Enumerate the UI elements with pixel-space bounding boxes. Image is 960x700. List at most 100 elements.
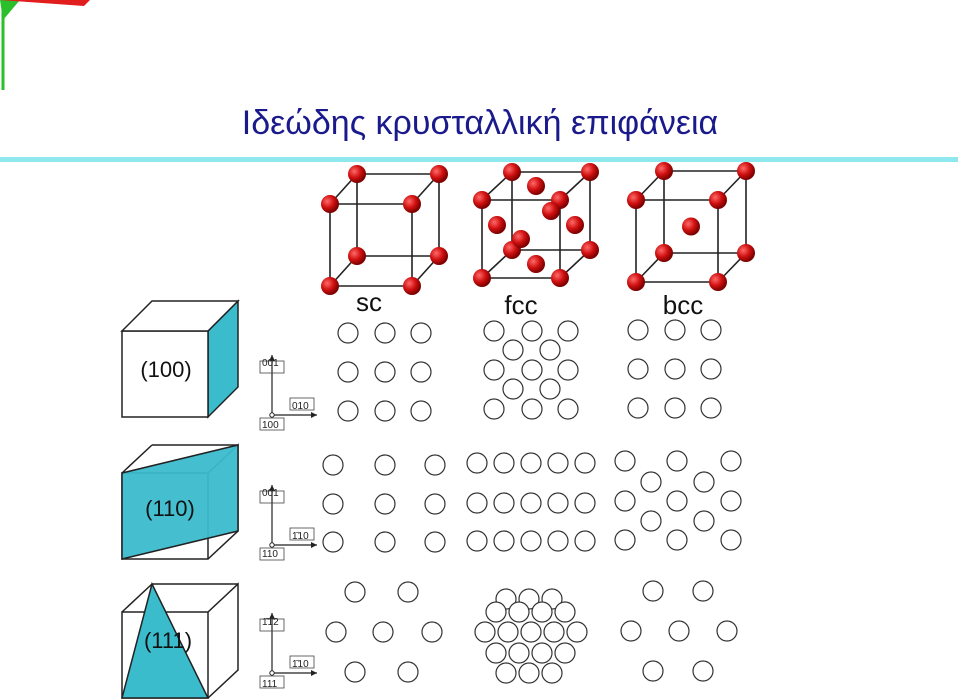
arrow-head: [311, 542, 317, 548]
atom: [627, 273, 645, 291]
label-box: [259, 547, 285, 561]
surface-atom: [554, 642, 576, 664]
label-box: [259, 490, 285, 504]
atom: [403, 277, 421, 295]
atom: [430, 165, 448, 183]
surface-atom: [337, 361, 359, 383]
surface-atom: [466, 530, 488, 552]
surface-atom: [397, 581, 419, 603]
surface-atom: [421, 621, 443, 643]
label-box: [289, 527, 315, 541]
slide-title: Ιδεώδης κρυσταλλική επιφάνεια: [241, 104, 719, 142]
plane-face: [121, 581, 210, 699]
axis-origin: [269, 670, 275, 676]
surface-atom: [374, 322, 396, 344]
surface-atom: [666, 529, 688, 551]
surface-atom: [531, 642, 553, 664]
surface-atom: [374, 400, 396, 422]
surface-atom: [520, 530, 542, 552]
surface-atom: [640, 471, 662, 493]
atom: [473, 269, 491, 287]
surface-atom: [521, 398, 543, 420]
surface-atom: [720, 529, 742, 551]
surface-atom: [493, 492, 515, 514]
surface-atom: [554, 601, 576, 623]
surface-atom: [642, 580, 664, 602]
surface-atom: [693, 471, 715, 493]
atom: [566, 216, 584, 234]
surface-atom: [508, 642, 530, 664]
axes-111: [259, 613, 317, 689]
atom: [709, 273, 727, 291]
arrow-head: [269, 613, 275, 619]
surface-atom: [557, 398, 579, 420]
column-label-bcc: bcc: [663, 290, 703, 320]
grid-sc-111: [325, 581, 443, 683]
surface-atom: [485, 601, 507, 623]
label-box: [289, 397, 315, 411]
atom: [321, 277, 339, 295]
surface-atom: [374, 454, 396, 476]
surface-atom: [720, 450, 742, 472]
plane-cube-111: [121, 581, 239, 699]
surface-atom: [614, 529, 636, 551]
label-box: [259, 360, 285, 374]
title-underline: [0, 157, 958, 162]
atom: [737, 244, 755, 262]
axis-right-label-110: 1̄10: [292, 531, 309, 542]
surface-atom: [614, 490, 636, 512]
atom: [655, 162, 673, 180]
surface-atom: [720, 490, 742, 512]
atom: [403, 195, 421, 213]
surface-atom: [424, 493, 446, 515]
corner-decoration: [0, 0, 90, 90]
surface-atom: [664, 358, 686, 380]
surface-atom: [547, 530, 569, 552]
surface-atom: [574, 452, 596, 474]
surface-atom: [640, 510, 662, 532]
surface-atom: [485, 642, 507, 664]
surface-atom: [483, 320, 505, 342]
surface-atom: [518, 662, 540, 684]
axis-right-label-111: 1̄10: [292, 659, 309, 670]
cube-edge: [121, 444, 153, 474]
plane-cube-110: [121, 443, 239, 560]
surface-atom: [493, 530, 515, 552]
surface-atom: [574, 530, 596, 552]
arrow-head: [311, 670, 317, 676]
surface-atom: [322, 531, 344, 553]
surface-atom: [410, 361, 432, 383]
surface-atom: [502, 378, 524, 400]
axes-110: [259, 485, 317, 561]
surface-atom: [664, 319, 686, 341]
surface-atom: [557, 359, 579, 381]
surface-atom: [627, 358, 649, 380]
atom: [709, 191, 727, 209]
arrow-head: [311, 412, 317, 418]
atom: [737, 162, 755, 180]
grid-fcc-110: [466, 452, 596, 552]
surface-atom: [466, 492, 488, 514]
surface-atom: [397, 661, 419, 683]
plane-face: [121, 444, 239, 560]
surface-atom: [666, 450, 688, 472]
label-box: [259, 417, 285, 431]
surface-atom: [521, 359, 543, 381]
atom: [430, 247, 448, 265]
unit-cell-fcc: [473, 163, 599, 287]
axis-up-label-111: 1̄1̄2: [262, 617, 279, 628]
atom: [321, 195, 339, 213]
axis-origin: [269, 542, 275, 548]
row-label-111: (111): [144, 628, 192, 653]
surface-atom: [410, 322, 432, 344]
surface-atom: [483, 359, 505, 381]
surface-atom: [539, 339, 561, 361]
surface-atom: [424, 454, 446, 476]
surface-atom: [337, 400, 359, 422]
surface-atom: [410, 400, 432, 422]
row-label-100: (100): [140, 357, 191, 382]
label-box: [259, 618, 285, 632]
grid-sc-100: [337, 322, 432, 422]
surface-atom: [521, 320, 543, 342]
